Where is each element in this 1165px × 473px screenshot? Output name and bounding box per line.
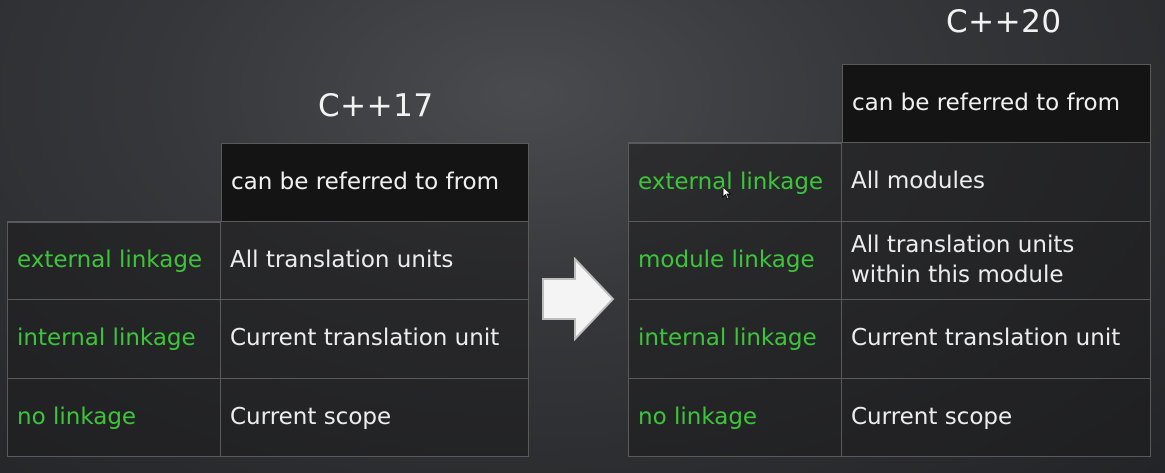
column-header: can be referred to from xyxy=(842,64,1151,143)
mouse-cursor-icon xyxy=(722,186,732,200)
cpp20-linkage-table: can be referred to from external linkage… xyxy=(628,64,1151,457)
table-corner xyxy=(628,64,842,143)
row-label-external-linkage: external linkage xyxy=(7,222,221,300)
column-header: can be referred to from xyxy=(221,143,529,222)
row-value-all-translation-units: All translation units xyxy=(221,222,529,300)
row-label-external-linkage: external linkage xyxy=(628,143,842,222)
row-label-internal-linkage: internal linkage xyxy=(628,300,842,379)
row-label-no-linkage: no linkage xyxy=(7,379,221,457)
table-corner xyxy=(7,143,221,222)
cpp17-linkage-table: can be referred to from external linkage… xyxy=(7,143,529,457)
row-value-current-translation-unit: Current translation unit xyxy=(842,300,1151,379)
row-label-module-linkage: module linkage xyxy=(628,222,842,300)
cpp20-title: C++20 xyxy=(946,4,1062,40)
right-arrow-icon xyxy=(542,257,615,341)
row-label-internal-linkage: internal linkage xyxy=(7,300,221,379)
row-value-all-modules: All modules xyxy=(842,143,1151,222)
row-value-current-scope: Current scope xyxy=(221,379,529,457)
cpp17-title: C++17 xyxy=(318,88,434,124)
row-label-no-linkage: no linkage xyxy=(628,379,842,457)
row-value-current-scope: Current scope xyxy=(842,379,1151,457)
row-value-current-translation-unit: Current translation unit xyxy=(221,300,529,379)
row-value-all-translation-units-within-module: All translation units within this module xyxy=(842,222,1151,300)
